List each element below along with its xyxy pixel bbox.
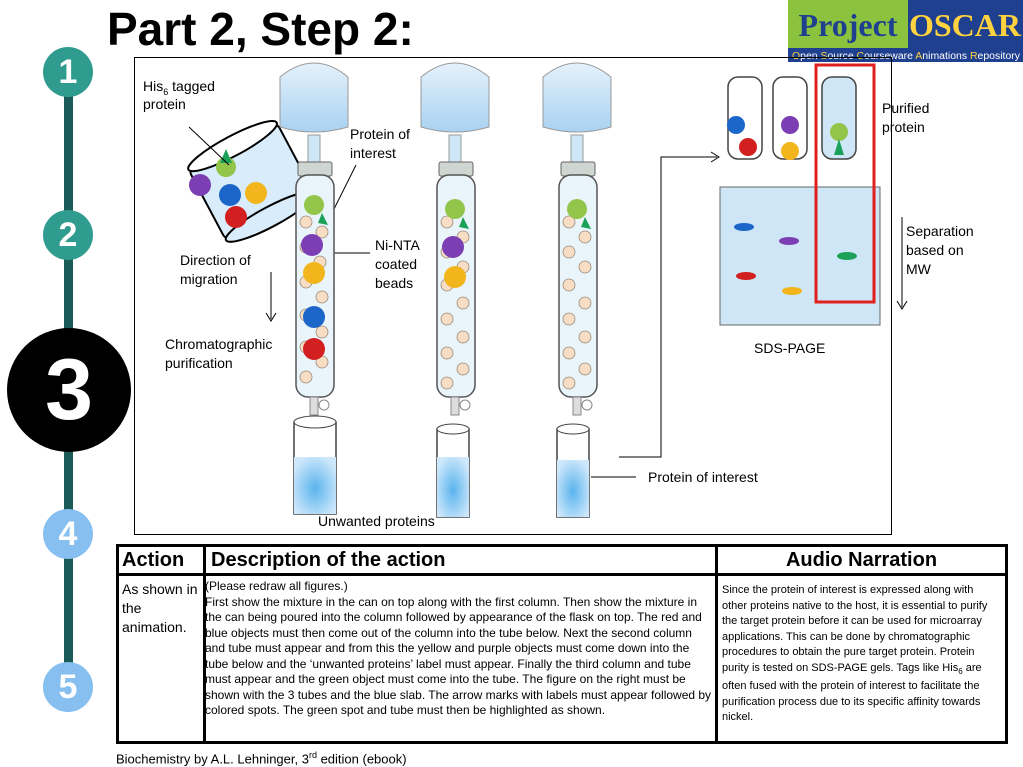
ni-nta-label-1: Ni-NTA [375,237,421,253]
purified-label-2: protein [882,119,925,135]
protein-of-interest-label-1: Protein of [350,126,410,142]
protein-of-interest-bottom-label: Protein of interest [648,469,758,485]
gel-band-yellow [782,287,802,295]
mixture-proteins [189,149,267,228]
step-1-badge[interactable]: 1 [43,47,93,97]
column-proteins [301,195,591,360]
highlight-box [814,63,876,304]
his-tag-label-2: protein [143,96,186,112]
gel-band-blue [734,223,754,231]
sds-page-label: SDS-PAGE [754,340,825,356]
collection-tube-2 [436,423,470,518]
description-line-1: (Please redraw all figures.) [205,579,348,593]
gel-band-red [736,272,756,280]
unwanted-proteins-label: Unwanted proteins [318,513,435,529]
citation-footer: Biochemistry by A.L. Lehninger, 3rd edit… [116,750,407,767]
protein-of-interest-label-2: interest [350,145,396,161]
storyboard-table: Action As shown in the animation. Descri… [116,544,1008,744]
figure-panel: His6 tagged protein Direction of migrati… [134,57,1023,535]
step-4-badge[interactable]: 4 [43,509,93,559]
analysis-tube-2 [772,76,808,160]
ni-nta-label-3: beads [375,275,413,291]
separation-label-3: MW [906,261,932,277]
action-text: As shown in the animation. [122,581,198,635]
collection-tube-1 [293,415,337,515]
chromatographic-label-1: Chromatographic [165,336,272,352]
audio-narration-column: Audio Narration Since the protein of int… [718,547,1005,741]
mixture-can [187,120,316,243]
direction-label-2: migration [180,271,238,287]
collection-tube-3 [556,423,590,518]
his-tag-pointer [188,126,230,166]
separation-label-2: based on [906,242,964,258]
step-5-badge[interactable]: 5 [43,662,93,712]
audio-narration-text: Since the protein of interest is express… [722,584,988,724]
description-line-2: First show the mixture in the can on top… [205,594,712,718]
description-column: Description of the action (Please redraw… [203,547,718,741]
purified-label-1: Purified [882,100,929,116]
column-3 [542,62,612,416]
chromatographic-label-2: purification [165,355,233,371]
project-oscar-logo: Project OSCAR Open Source Courseware Ani… [788,0,1023,62]
description-header: Description of the action [203,547,715,576]
analysis-tube-3 [821,76,857,160]
action-column: Action As shown in the animation. [119,547,206,741]
gel-band-purple [779,237,799,245]
svg-text:OSCAR: OSCAR [909,7,1022,43]
audio-narration-header: Audio Narration [718,547,1005,576]
svg-text:Project: Project [799,7,898,43]
slide-title: Part 2, Step 2: [107,3,414,55]
description-text: (Please redraw all figures.) First show … [203,576,715,722]
his-tag-label: His6 tagged [143,78,215,97]
separation-label-1: Separation [906,223,974,239]
action-header: Action [119,547,203,576]
chromatography-figure: His6 tagged protein Direction of migrati… [134,57,974,535]
direction-label-1: Direction of [180,252,251,268]
analysis-tube-1 [727,76,763,160]
figure-frame [134,57,892,535]
svg-text:Open Source Courseware Animati: Open Source Courseware Animations Reposi… [792,51,1020,62]
ni-nta-label-2: coated [375,256,417,272]
step-3-badge-current[interactable]: 3 [7,328,131,452]
gel-band-green [837,252,857,260]
step-2-badge[interactable]: 2 [43,210,93,260]
connector-arrow [619,156,717,458]
